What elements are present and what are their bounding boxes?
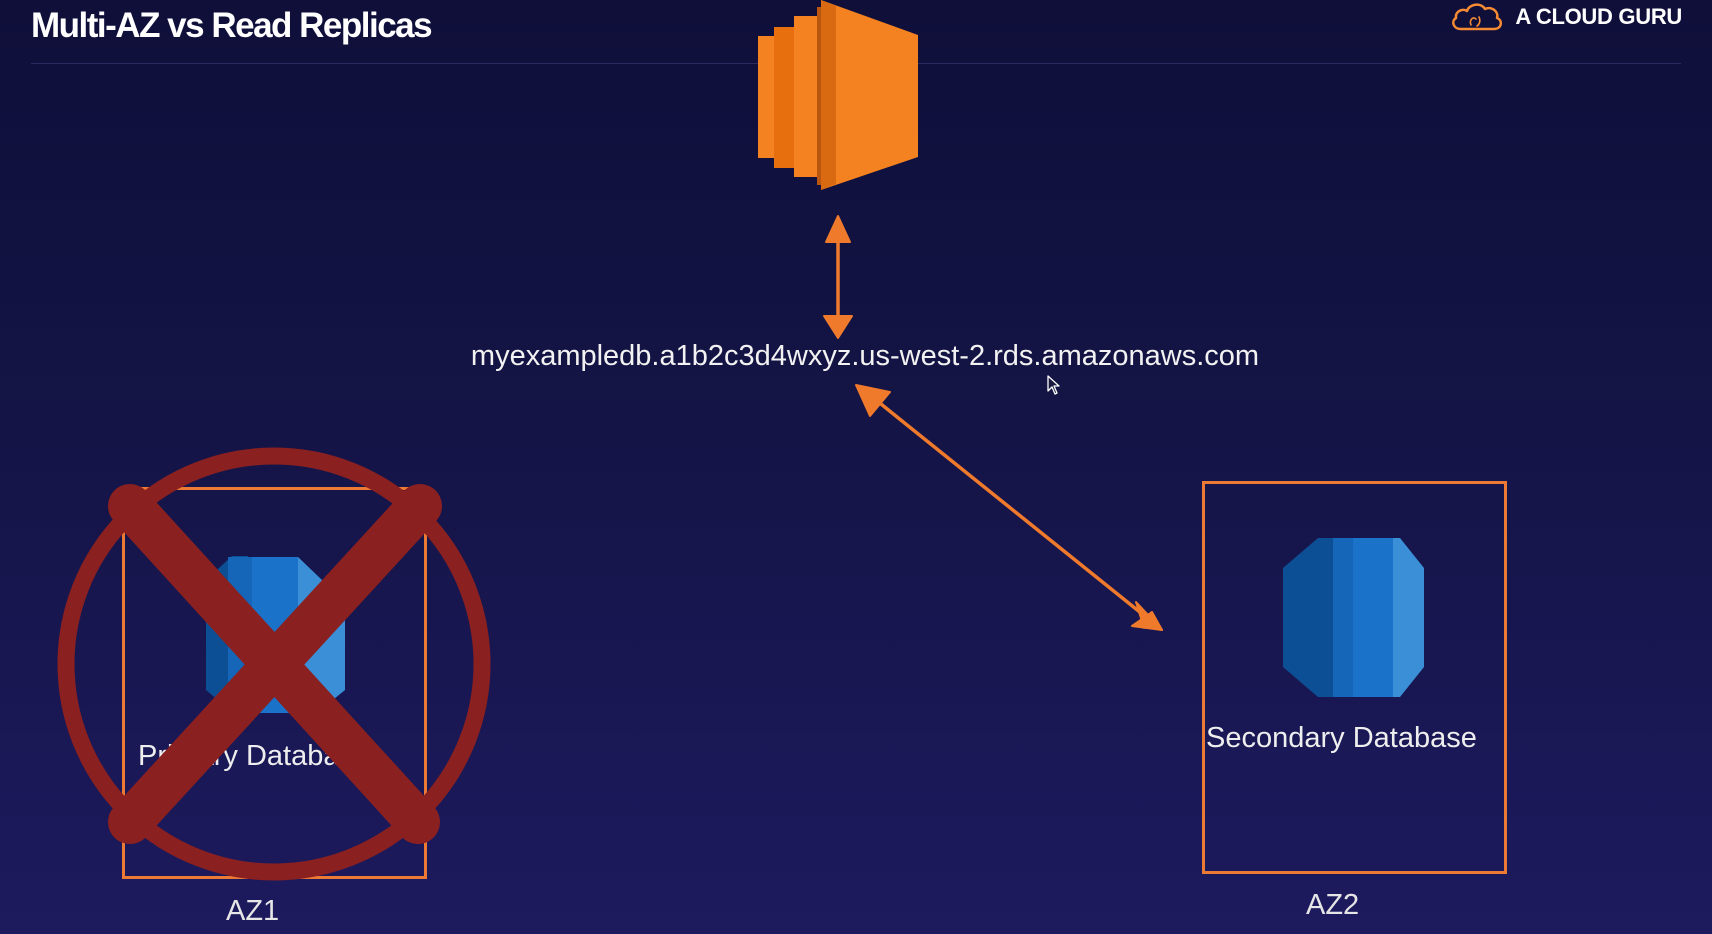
endpoint-secondary-arrow [855, 384, 1163, 631]
secondary-database-label: Secondary Database [1206, 722, 1477, 754]
mouse-cursor-icon [1047, 375, 1060, 395]
rds-endpoint: myexampledb.a1b2c3d4wxyz.us-west-2.rds.a… [0, 340, 1712, 373]
slide-title: Multi-AZ vs Read Replicas [31, 6, 433, 45]
ec2-endpoint-arrow [823, 215, 853, 339]
az2-label: AZ2 [1306, 889, 1360, 921]
az2-box [1202, 481, 1507, 874]
rds-endpoint-text: myexampledb.a1b2c3d4wxyz.us-west-2.rds.a… [470, 340, 1260, 372]
brand: A CLOUD GURU [1449, 1, 1682, 33]
brand-name: A CLOUD GURU [1515, 4, 1682, 29]
cloud-logo-icon [1452, 3, 1503, 31]
red-x-icon [57, 447, 491, 881]
secondary-database-icon [1283, 538, 1424, 697]
az1-label: AZ1 [226, 895, 280, 927]
ec2-instance-icon [758, 0, 918, 190]
